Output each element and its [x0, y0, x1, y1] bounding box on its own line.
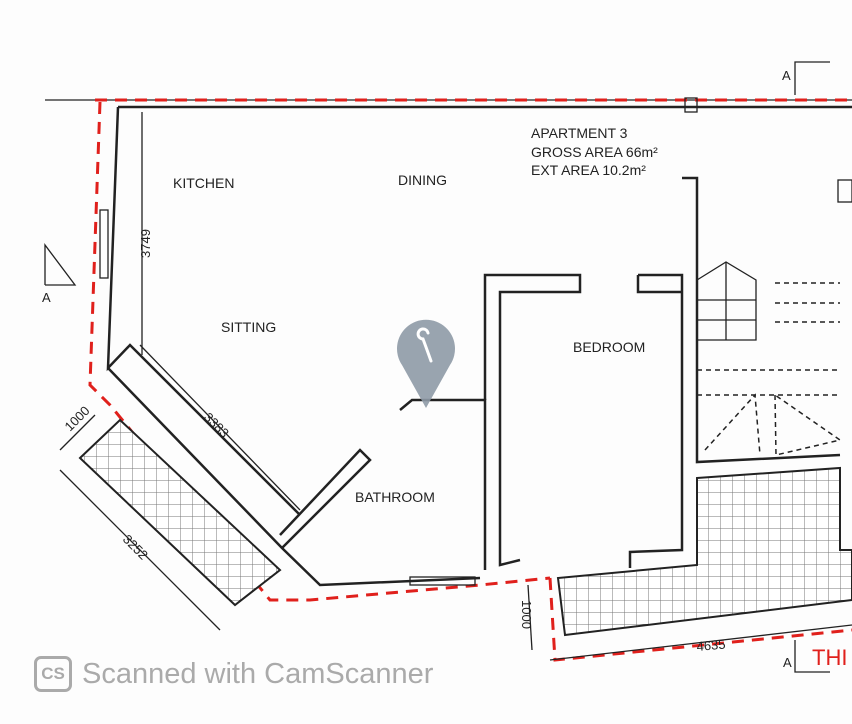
terrace-right: [556, 466, 852, 637]
section-mark-bottom: [794, 640, 830, 673]
camscanner-watermark: CS Scanned with CamScanner: [34, 656, 433, 692]
dim-line: [139, 344, 301, 511]
partial-title: THI: [812, 645, 847, 670]
wall-bottom: [107, 367, 481, 587]
dim-3749: 3749: [138, 229, 153, 258]
section-mark-top: [794, 61, 830, 95]
location-pin-icon[interactable]: [396, 319, 455, 408]
terrace-left: [78, 418, 282, 607]
dim-line: [59, 469, 221, 631]
site-boundary-red-left: [88, 101, 551, 602]
wall-stub: [636, 275, 682, 294]
wall-bathroom: [399, 398, 487, 570]
apartment-title: APARTMENT 3: [531, 125, 628, 141]
window-bottom: [409, 576, 476, 586]
camscanner-logo-icon: CS: [34, 656, 72, 692]
gross-area: GROSS AREA 66m²: [531, 144, 658, 160]
section-mark-left: [44, 243, 77, 286]
dim-line: [59, 414, 96, 451]
wall-bedroom-right: [628, 273, 684, 568]
dim-line: [527, 584, 533, 651]
room-kitchen: KITCHEN: [173, 175, 234, 191]
watermark-text: Scanned with CamScanner: [82, 657, 434, 690]
section-label-left: A: [42, 290, 51, 305]
room-bathroom: BATHROOM: [355, 489, 435, 505]
dim-4635: 4635: [696, 637, 726, 654]
column: [837, 179, 852, 203]
section-label-bottom: A: [783, 655, 792, 670]
ext-area: EXT AREA 10.2m²: [531, 162, 646, 178]
room-bedroom: BEDROOM: [573, 339, 645, 355]
dim-1000-right: 1000: [519, 600, 534, 629]
window-left: [99, 209, 109, 279]
dim-line: [549, 624, 852, 661]
dim-1000-left: 1000: [62, 403, 93, 434]
staircase: [696, 261, 842, 456]
wall-bedroom-left: [483, 273, 582, 567]
room-dining: DINING: [398, 172, 447, 188]
column: [684, 97, 698, 113]
section-label-top: A: [782, 68, 791, 83]
wall-left: [106, 106, 301, 516]
dim-3252: 3252: [120, 532, 151, 563]
wall-bathroom-diag: [279, 448, 372, 549]
room-sitting: SITTING: [221, 319, 276, 335]
